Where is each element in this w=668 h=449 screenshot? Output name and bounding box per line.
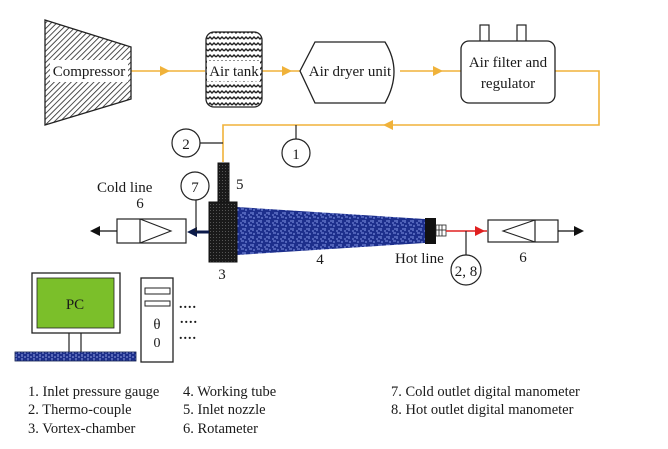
svg-text:7: 7: [191, 180, 199, 196]
compressor-label: Compressor: [53, 64, 126, 80]
hot-outlet-manometer-2-8: [450, 254, 482, 286]
cold-outlet-manometer-7: [180, 171, 210, 201]
label-6-cold: 6: [136, 196, 144, 212]
working-tube: 4: [237, 207, 447, 268]
keyboard: [14, 351, 137, 362]
air-filter-label-line2: regulator: [481, 76, 535, 92]
air-filter-label-line1: Air filter and: [469, 55, 548, 71]
tower-button-icon: 0: [154, 336, 161, 351]
monitor-screen: [36, 277, 115, 329]
flow-arrow-icon: [383, 120, 393, 130]
hot-line-label: Hot line: [395, 251, 444, 267]
air-supply-line: [126, 66, 600, 162]
hot-flow-arrow-icon: [475, 226, 485, 236]
air-filter-regulator: Air filter and regulator: [460, 24, 556, 104]
flow-arrow-icon: [160, 66, 170, 76]
cold-exit-arrow-icon: [90, 226, 100, 236]
air-tank: Air tank: [205, 31, 263, 108]
hot-exit-arrow-icon: [574, 226, 584, 236]
cold-line: Cold line 6 7: [90, 171, 210, 244]
rotameter-hot: [487, 219, 559, 243]
pc-workstation: PC θ 0 .... .... ....: [14, 272, 198, 363]
inlet-pressure-gauge-1: 1: [281, 125, 311, 168]
rotameter-cold: [116, 218, 187, 244]
label-6-hot: 6: [519, 250, 527, 266]
label-4: 4: [316, 252, 324, 268]
vortex-chamber: 3: [208, 201, 238, 283]
thermocouple-2: 2: [171, 128, 223, 158]
regulator-port: [516, 24, 527, 43]
cold-flow-arrow-icon: [187, 227, 197, 237]
hot-line: Hot line 2, 8 6: [395, 219, 584, 286]
tower-knob-icon: θ: [153, 317, 160, 333]
inlet-nozzle: 5: [217, 162, 244, 204]
data-dots-2: ....: [180, 312, 198, 327]
pc-tower: θ 0: [140, 277, 174, 363]
drive-bay: [144, 287, 171, 295]
compressor: Compressor: [44, 19, 132, 126]
air-dryer-label: Air dryer unit: [309, 64, 392, 80]
flow-arrow-icon: [433, 66, 443, 76]
air-tank-label: Air tank: [209, 64, 259, 80]
svg-text:2, 8: 2, 8: [455, 264, 478, 280]
flow-arrow-icon: [282, 66, 292, 76]
svg-text:1: 1: [292, 147, 300, 163]
svg-text:2: 2: [182, 137, 190, 153]
hot-end-valve: [435, 224, 447, 237]
data-dots-1: ....: [179, 297, 197, 312]
air-dryer-unit: Air dryer unit: [299, 41, 395, 104]
data-dots-3: ....: [179, 328, 197, 343]
pc-label: PC: [66, 297, 84, 313]
drive-bay: [144, 300, 171, 307]
cold-line-label: Cold line: [97, 180, 153, 196]
filter-port: [479, 24, 490, 43]
label-5: 5: [236, 177, 244, 193]
label-3: 3: [218, 267, 226, 283]
hot-end-plug: [425, 218, 436, 244]
